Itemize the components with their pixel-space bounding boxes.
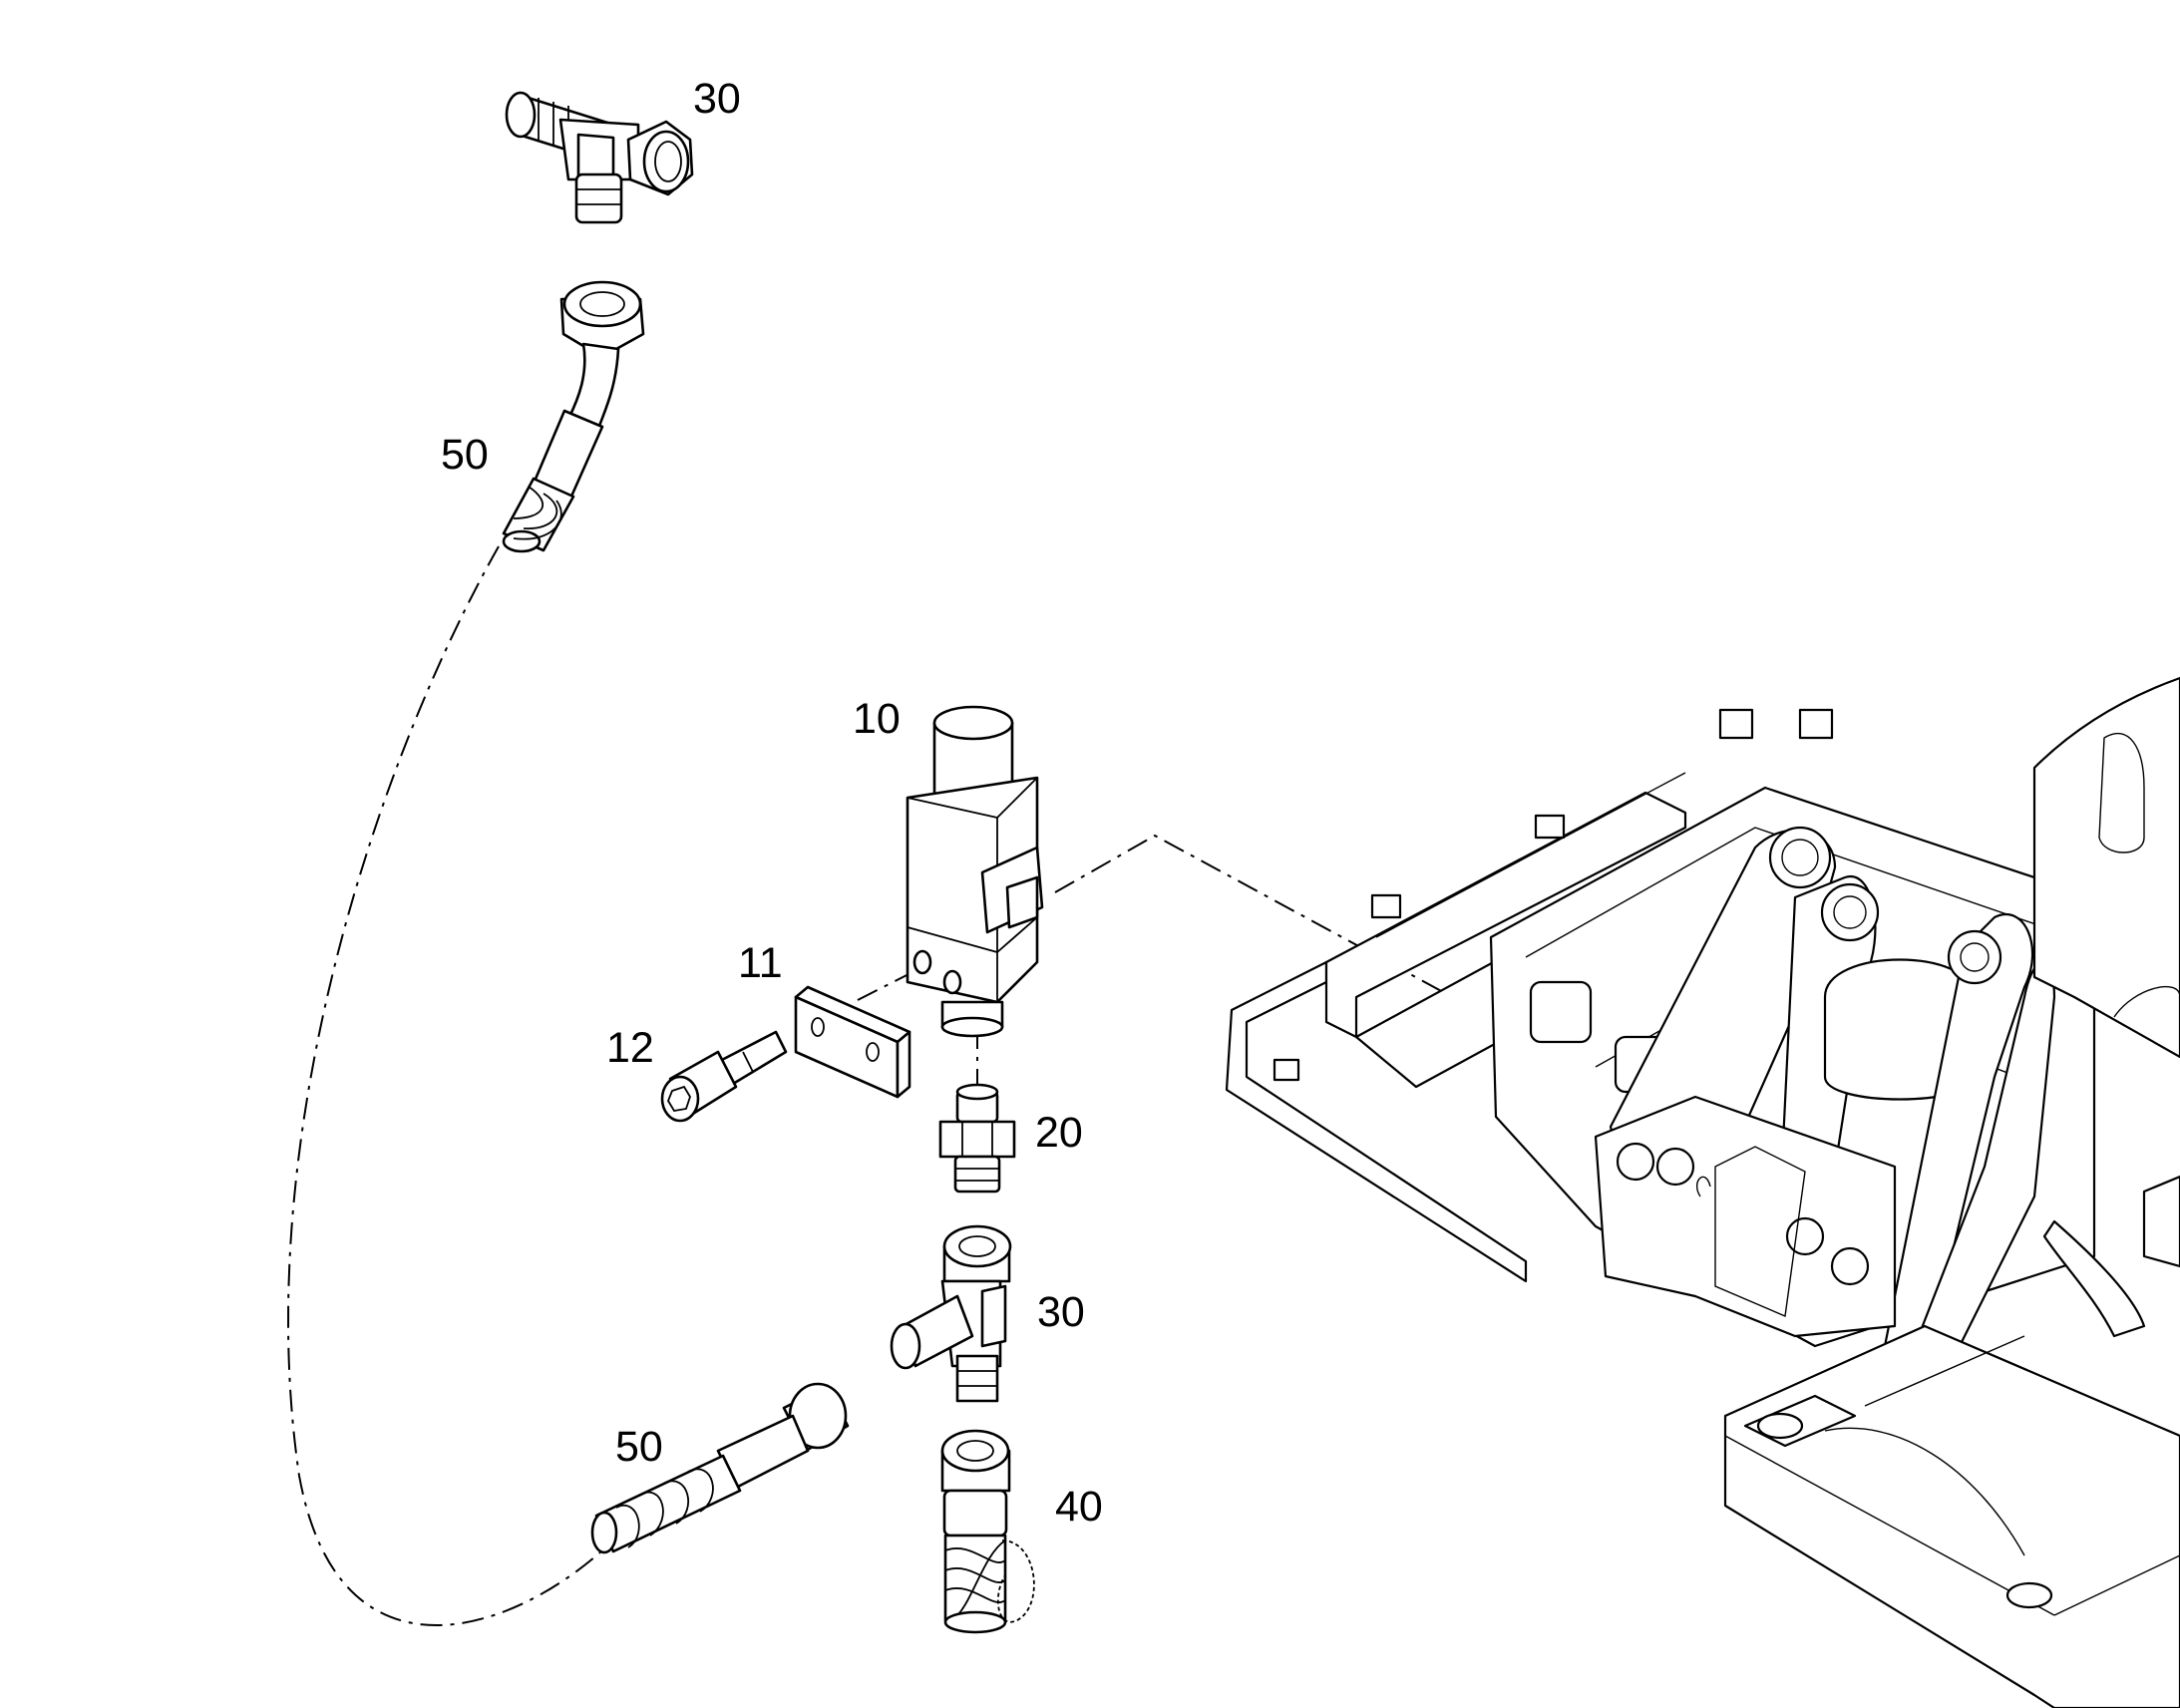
hose-assembly-top (502, 280, 645, 553)
callout-tee-middle: 30 (1037, 1288, 1085, 1336)
callout-hose-bottom: 50 (615, 1423, 663, 1471)
callout-hose-top: 50 (441, 431, 489, 479)
callout-adapter: 20 (1035, 1109, 1083, 1157)
pressure-switch (906, 705, 1044, 1038)
tee-fitting-top (505, 91, 694, 224)
callout-tee-top: 30 (693, 75, 741, 123)
callout-plate: 11 (738, 939, 783, 987)
adapter-fitting (938, 1083, 1016, 1194)
tee-fitting-middle (890, 1224, 1012, 1403)
callout-switch: 10 (853, 695, 901, 743)
callout-hose-end: 40 (1055, 1483, 1103, 1531)
hose-assembly-bottom (590, 1382, 850, 1554)
callout-screw: 12 (606, 1024, 654, 1072)
socket-head-screw (660, 1030, 788, 1123)
mounting-plate (794, 985, 911, 1099)
machine-base-frame (1225, 676, 2180, 1708)
hose-end-fitting (940, 1429, 1035, 1634)
